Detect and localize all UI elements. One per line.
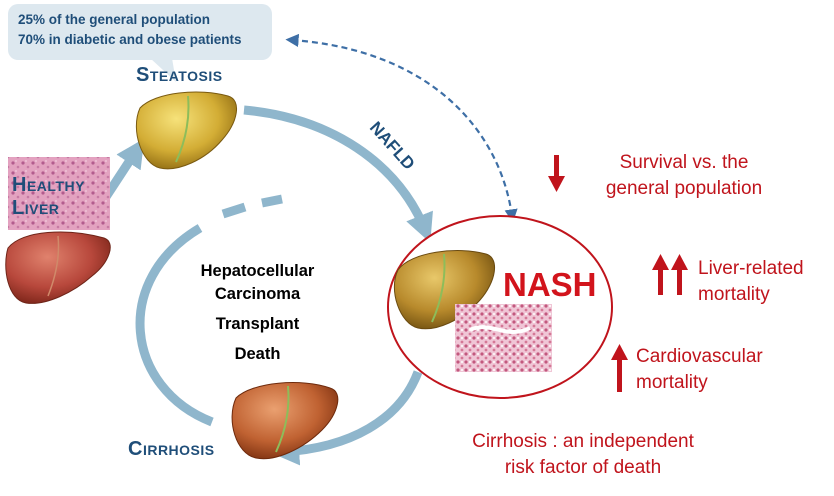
outcome-transplant: Transplant <box>215 315 300 333</box>
healthy-label-line1: Healthy <box>12 174 85 196</box>
liver-mortality-up-arrows <box>652 254 688 295</box>
nash-label: NASH <box>503 266 597 303</box>
cirrhosis-label: Cirrhosis <box>128 438 215 460</box>
survival-text: Survival vs. the general population <box>584 150 784 202</box>
liver-mortality-text: Liver-related mortality <box>698 256 804 308</box>
cardio-mortality-line1: Cardiovascular <box>636 346 763 367</box>
cirrhosis-note-line2: risk factor of death <box>504 457 662 478</box>
histology-vessel <box>469 325 531 334</box>
cirrhosis-note-line1: Cirrhosis : an independent <box>472 431 694 452</box>
return-arc-dash-2 <box>261 194 283 208</box>
outcome-hcc-line1: Hepatocellular <box>200 262 315 280</box>
cirrhosis-return-arc <box>135 224 214 427</box>
healthy-histology-image <box>8 157 110 230</box>
survival-line2: general population <box>605 178 763 199</box>
prevalence-diabetic-obese: 70% in diabetic and obese patients <box>18 32 242 47</box>
steatosis-label: Steatosis <box>136 64 223 86</box>
liver-mortality-line1: Liver-related <box>698 258 804 279</box>
nash-histology-image <box>455 304 552 372</box>
return-arc-dash-1 <box>221 202 247 219</box>
healthy-liver-icon <box>5 231 111 304</box>
nash-to-cirrhosis-arrow <box>270 370 423 466</box>
liver-mortality-line2: mortality <box>698 284 770 305</box>
outcome-death: Death <box>234 345 281 363</box>
cardio-mortality-line2: mortality <box>636 372 708 393</box>
cardio-mortality-text: Cardiovascular mortality <box>636 344 763 396</box>
steatosis-liver-icon <box>135 91 237 170</box>
nafld-dashed-arrow <box>285 33 518 223</box>
survival-down-arrow <box>548 155 565 192</box>
cardio-mortality-up-arrow <box>611 344 628 392</box>
cirrhosis-risk-note: Cirrhosis : an independent risk factor o… <box>430 429 736 481</box>
callout-tail <box>150 58 176 82</box>
healthy-liver-label: Healthy Liver <box>12 174 85 220</box>
steatosis-to-nash-arrow <box>243 105 433 243</box>
survival-line1: Survival vs. the <box>619 152 749 173</box>
outcome-hcc-line2: Carcinoma <box>214 285 301 303</box>
prevalence-general: 25% of the general population <box>18 12 211 27</box>
cirrhotic-liver-icon <box>231 382 339 460</box>
healthy-label-line2: Liver <box>12 197 60 219</box>
prevalence-callout: 25% of the general population 70% in dia… <box>8 4 272 60</box>
